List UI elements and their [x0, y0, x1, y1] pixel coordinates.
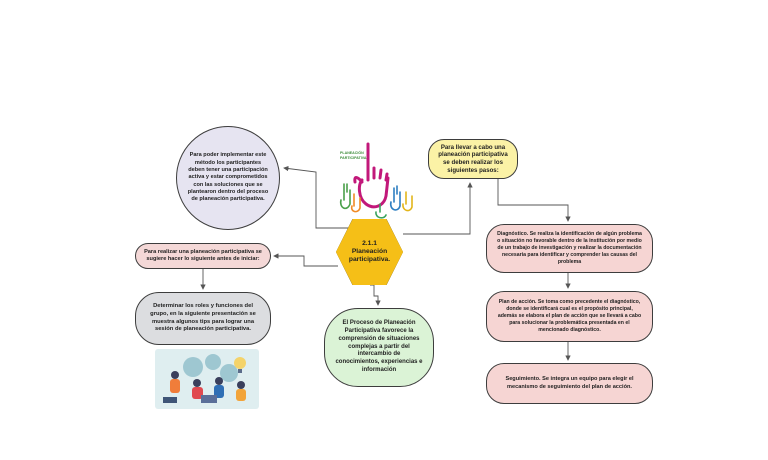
- connector-center-to-proceso: [370, 284, 381, 306]
- magenta-hand-icon: [353, 142, 390, 209]
- connector-center-to-pasos: [403, 182, 473, 235]
- connector-pasos-to-diagnostico: [497, 179, 571, 222]
- illustration-caption-line1: PLANEACIÓN: [340, 150, 364, 155]
- center-topic-text: 2.1.1 Planeación participativa.: [348, 239, 391, 264]
- implementation-circle: Para poder implementar este método los p…: [176, 126, 280, 230]
- action-plan-text: Plan de acción. Se toma como precedente …: [497, 299, 642, 333]
- small-hands-icon: [339, 183, 413, 219]
- laptop-icon: [163, 395, 217, 403]
- lightbulb-icon: [234, 357, 246, 373]
- before-start-text: Para realizar una planeación participati…: [144, 248, 262, 262]
- steps-intro-text: Para llevar a cabo una planeación partic…: [438, 143, 508, 174]
- diagnosis-text: Diagnóstico. Se realiza la identificació…: [497, 231, 642, 265]
- follow-up-text: Seguimiento. Se integra un equipo para e…: [505, 375, 634, 390]
- raised-hands-illustration: PLANEACIÓN PARTICIPATIVA: [339, 142, 413, 219]
- before-start-box: Para realizar una planeación participati…: [135, 243, 271, 269]
- follow-up-box: Seguimiento. Se integra un equipo para e…: [486, 363, 653, 404]
- people-icon: [170, 371, 246, 401]
- action-plan-box: Plan de acción. Se toma como precedente …: [486, 291, 653, 342]
- connector-center-to-realizar: [273, 253, 338, 267]
- process-box: El Proceso de Planeación Participativa f…: [324, 308, 434, 387]
- process-text: El Proceso de Planeación Participativa f…: [335, 320, 423, 373]
- gear-icon: [183, 354, 238, 382]
- illustration-caption-line2: PARTICIPATIVA: [340, 156, 367, 160]
- team-ideas-illustration: [155, 349, 259, 409]
- steps-intro-box: Para llevar a cabo una planeación partic…: [428, 139, 518, 179]
- roles-box: Determinar los roles y funciones del gru…: [135, 292, 271, 345]
- implementation-text: Para poder implementar este método los p…: [187, 152, 269, 203]
- roles-text: Determinar los roles y funciones del gru…: [150, 303, 256, 333]
- connector-center-to-circle: [283, 165, 352, 229]
- diagnosis-box: Diagnóstico. Se realiza la identificació…: [486, 224, 653, 273]
